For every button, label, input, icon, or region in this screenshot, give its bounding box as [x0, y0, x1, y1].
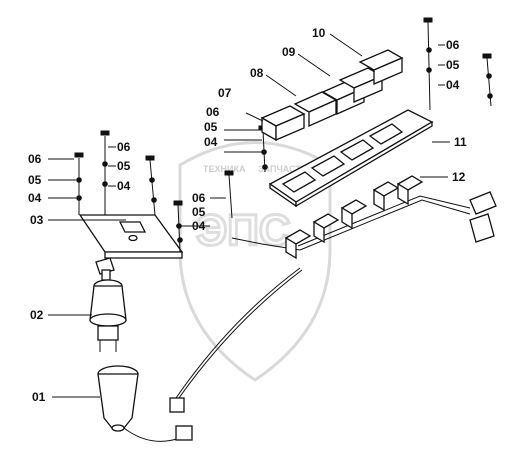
callout-05-b: 05: [117, 159, 131, 173]
rocker-switch-row-back: [338, 49, 404, 103]
ignition-switch: [89, 279, 127, 352]
callout-07: 07: [218, 86, 232, 100]
callout-05-a: 05: [28, 173, 42, 187]
svg-text:ЭПС: ЭПС: [196, 206, 291, 255]
callout-05-e: 05: [446, 58, 460, 72]
callout-03: 03: [30, 213, 44, 227]
callout-10: 10: [312, 26, 326, 40]
fastener-stack-mid: [100, 130, 110, 215]
fastener-stack-right-2: [482, 53, 493, 107]
fastener-stack-right: [145, 155, 157, 216]
callout-09: 09: [282, 45, 296, 59]
fastener-stack-left: [74, 152, 84, 215]
rocker-switch-row-front: [260, 79, 366, 142]
callout-04-e: 04: [446, 78, 460, 92]
harness-connector-block: [284, 175, 424, 260]
callout-08: 08: [250, 66, 264, 80]
callout-06-b: 06: [117, 140, 131, 154]
callout-06-c: 06: [192, 191, 206, 205]
harness-plug-bottom: [169, 397, 193, 441]
callout-11: 11: [454, 135, 467, 149]
watermark-text-2: ЗАПЧАСТИ: [258, 164, 307, 174]
callout-06-a: 06: [28, 152, 42, 166]
harness-plug-right: [469, 191, 497, 243]
watermark-logo: ТЕХНИКА ЗАПЧАСТИ ЭПС: [178, 141, 332, 382]
switch-panel-plate: [268, 109, 434, 208]
callout-01: 01: [32, 390, 46, 404]
callout-06-e: 06: [446, 38, 460, 52]
callout-02: 02: [30, 308, 44, 322]
callout-04-b: 04: [117, 179, 131, 193]
switch-boot: [97, 365, 139, 432]
leader-lines: [48, 33, 450, 398]
callout-05-c: 05: [192, 205, 206, 219]
callout-04-c: 04: [192, 219, 206, 233]
callout-06-d: 06: [206, 105, 220, 119]
callout-04-a: 04: [28, 191, 42, 205]
callout-05-d: 05: [204, 120, 218, 134]
watermark-text-1: ТЕХНИКА: [203, 164, 246, 174]
fastener-stack-right-1: [423, 17, 433, 111]
callout-04-d: 04: [204, 135, 218, 149]
mounting-bracket: [78, 214, 184, 259]
callout-12: 12: [452, 170, 466, 184]
callout-labels: 01 02 03 04 04 04 04 04 05 05 05 05 05 0…: [28, 26, 467, 404]
ignition-key: [95, 257, 115, 281]
fastener-stack-plate-left: [224, 170, 234, 219]
